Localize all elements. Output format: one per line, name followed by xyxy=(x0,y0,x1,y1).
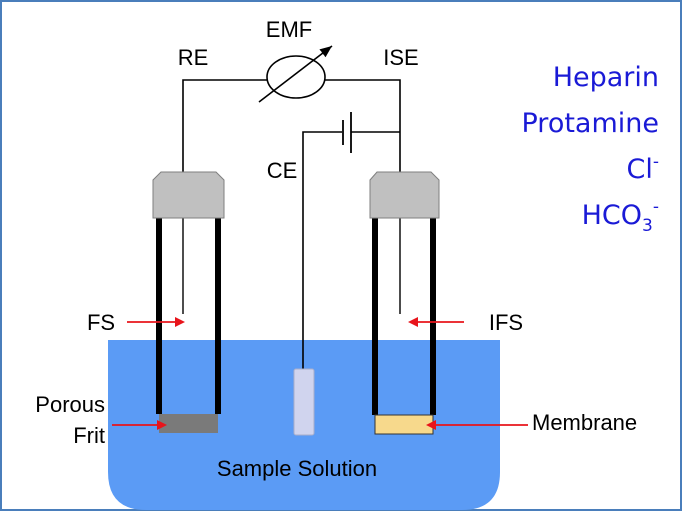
reference-electrode xyxy=(152,171,225,433)
capacitor-symbol xyxy=(342,112,352,153)
ise-label: ISE xyxy=(383,45,418,70)
emf-meter-icon xyxy=(258,45,333,103)
frit-label: Frit xyxy=(73,423,105,448)
analyte-chloride: Cl- xyxy=(627,152,660,185)
counter-electrode xyxy=(293,368,315,436)
membrane xyxy=(374,414,434,435)
membrane-label: Membrane xyxy=(532,410,637,435)
analyte-protamine: Protamine xyxy=(522,108,660,139)
re-label: RE xyxy=(178,45,209,70)
analyte-list: Heparin Protamine Cl- HCO3- xyxy=(522,62,660,236)
ce-label: CE xyxy=(267,158,298,183)
emf-label: EMF xyxy=(266,17,312,42)
porous-frit xyxy=(159,414,218,433)
sample-solution-label: Sample Solution xyxy=(217,456,377,481)
analyte-heparin: Heparin xyxy=(553,62,659,93)
ion-selective-electrode xyxy=(369,171,440,435)
analyte-bicarbonate: HCO3- xyxy=(582,197,659,236)
reference-electrode-cap xyxy=(152,171,225,219)
ion-selective-electrode-cap xyxy=(369,171,440,219)
fs-label: FS xyxy=(87,310,115,335)
porous-label: Porous xyxy=(35,392,105,417)
circuit-wires xyxy=(182,79,401,370)
ifs-label: IFS xyxy=(489,310,523,335)
pointer-arrows xyxy=(112,317,528,430)
